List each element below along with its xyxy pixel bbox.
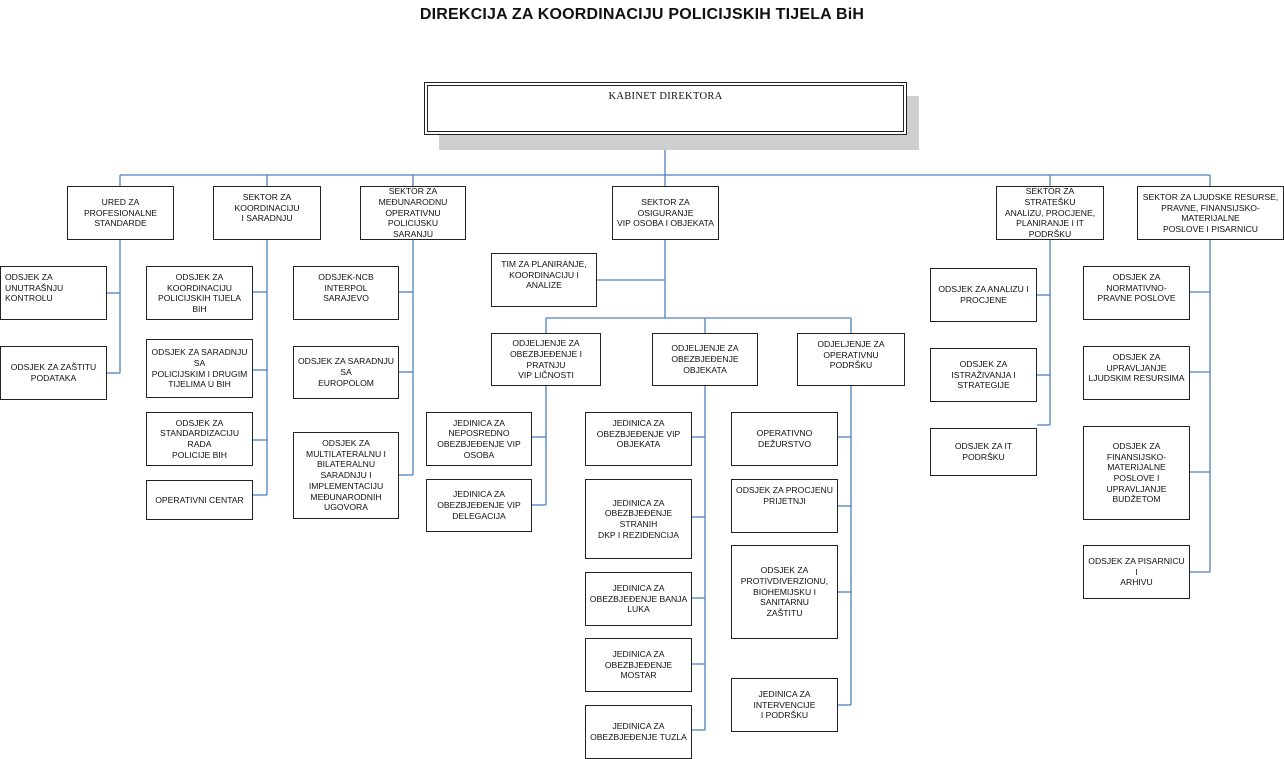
unit-odsjek-normativno-pravni: ODSJEK ZA NORMATIVNO- PRAVNE POSLOVE — [1083, 266, 1190, 320]
unit-operativni-centar: OPERATIVNI CENTAR — [146, 480, 253, 520]
unit-jedinica-dkp-rezidencije: JEDINICA ZA OBEZBJEĐENJE STRANIH DKP I R… — [585, 479, 692, 559]
unit-label: ODSJEK ZA UPRAVLJANJE LJUDSKIM RESURSIMA — [1088, 352, 1185, 384]
unit-label: ODSJEK ZA NORMATIVNO- PRAVNE POSLOVE — [1097, 272, 1176, 304]
unit-tim-planiranje: TIM ZA PLANIRANJE, KOORDINACIJU I ANALIZ… — [491, 253, 597, 307]
unit-odsjek-upravljanje-lr: ODSJEK ZA UPRAVLJANJE LJUDSKIM RESURSIMA — [1083, 346, 1190, 400]
unit-odsjek-finansijsko-materijalni: ODSJEK ZA FINANSIJSKO- MATERIJALNE POSLO… — [1083, 426, 1190, 520]
unit-label: SEKTOR ZA KOORDINACIJU I SARADNJU — [234, 192, 300, 224]
unit-label: ODSJEK ZA ANALIZU I PROCJENE — [938, 284, 1029, 305]
unit-label: JEDINICA ZA NEPOSREDNO OBEZBJEĐENJE VIP … — [437, 417, 521, 460]
unit-jedinica-intervencije: JEDINICA ZA INTERVENCIJE I PODRŠKU — [731, 678, 838, 732]
page-title: DIREKCIJA ZA KOORDINACIJU POLICIJSKIH TI… — [419, 6, 865, 23]
unit-label: ODSJEK ZA PROTIVDIVERZIONU, BIOHEMIJSKU … — [740, 565, 829, 619]
unit-label: SEKTOR ZA OSIGURANJE VIP OSOBA I OBJEKAT… — [617, 196, 714, 229]
unit-odsjek-analiza-procjene: ODSJEK ZA ANALIZU I PROCJENE — [930, 268, 1037, 322]
unit-label: JEDINICA ZA INTERVENCIJE I PODRŠKU — [753, 688, 816, 721]
unit-jedinica-banja-luka: JEDINICA ZA OBEZBJEĐENJE BANJA LUKA — [585, 572, 692, 626]
unit-label: ODJELJENJE ZA OPERATIVNU PODRŠKU — [817, 339, 885, 371]
unit-jedinica-vip-delegacija: JEDINICA ZA OBEZBJEĐENJE VIP DELEGACIJA — [426, 479, 532, 532]
unit-sektor-osiguranje: SEKTOR ZA OSIGURANJE VIP OSOBA I OBJEKAT… — [612, 186, 719, 240]
unit-odsjek-pisarnica-arhiva: ODSJEK ZA PISARNICU I ARHIVU — [1083, 545, 1190, 599]
unit-label: ODSJEK ZA UNUTRAŠNJU KONTROLU — [5, 272, 64, 304]
unit-label: ODSJEK ZA PROCJENU PRIJETNJI — [736, 485, 833, 506]
unit-odsjek-zastita-podataka: ODSJEK ZA ZAŠTITU PODATAKA — [0, 346, 107, 400]
unit-label: JEDINICA ZA OBEZBJEĐENJE TUZLA — [590, 721, 687, 742]
unit-jedinica-tuzla: JEDINICA ZA OBEZBJEĐENJE TUZLA — [585, 705, 692, 759]
unit-odsjek-unutrasnja-kontrola: ODSJEK ZA UNUTRAŠNJU KONTROLU — [0, 266, 107, 320]
unit-label: ODSJEK ZA ISTRAŽIVANJA I STRATEGIJE — [951, 358, 1016, 391]
unit-label: OPERATIVNO DEŽURSTVO — [756, 428, 813, 449]
unit-label: ODJELJENJE ZA OBEZBJEĐENJE OBJEKATA — [671, 343, 739, 375]
unit-ured-profesionalni-standardi: URED ZA PROFESIONALNE STANDARDE — [67, 186, 174, 240]
unit-odsjek-koordinacija-tijela: ODSJEK ZA KOORDINACIJU POLICIJSKIH TIJEL… — [146, 266, 253, 320]
unit-label: JEDINICA ZA OBEZBJEĐENJE STRANIH DKP I R… — [597, 497, 680, 540]
director-label: KABINET DIREKTORA — [427, 85, 904, 132]
unit-label: ODSJEK ZA KOORDINACIJU POLICIJSKIH TIJEL… — [158, 272, 241, 315]
unit-label: ODSJEK ZA SARADNJU SA EUROPOLOM — [298, 356, 394, 388]
unit-odsjek-procjena-prijetnji: ODSJEK ZA PROCJENU PRIJETNJI — [731, 479, 838, 533]
unit-odsjek-saradnja-tijela: ODSJEK ZA SARADNJU SA POLICIJSKIM I DRUG… — [146, 339, 253, 398]
unit-jedinica-vip-objekti: JEDINICA ZA OBEZBJEĐENJE VIP OBJEKATA — [585, 412, 692, 466]
unit-jedinica-neposredno-obezbjedjenje: JEDINICA ZA NEPOSREDNO OBEZBJEĐENJE VIP … — [426, 412, 532, 466]
unit-label: SEKTOR ZA MEĐUNARODNU OPERATIVNU POLICIJ… — [378, 186, 448, 240]
unit-odsjek-protivdiverziona-zastita: ODSJEK ZA PROTIVDIVERZIONU, BIOHEMIJSKU … — [731, 545, 838, 639]
unit-label: JEDINICA ZA OBEZBJEĐENJE VIP OBJEKATA — [596, 418, 681, 450]
unit-sektor-strateska-analiza: SEKTOR ZA STRATEŠKU ANALIZU, PROCJENE, P… — [996, 186, 1104, 240]
unit-odsjek-europol: ODSJEK ZA SARADNJU SA EUROPOLOM — [293, 346, 399, 399]
unit-odsjek-ncb-interpol: ODSJEK-NCB INTERPOL SARAJEVO — [293, 266, 399, 320]
unit-odjeljenje-operativna-podrska: ODJELJENJE ZA OPERATIVNU PODRŠKU — [797, 333, 905, 386]
unit-label: JEDINICA ZA OBEZBJEĐENJE MOSTAR — [604, 648, 673, 681]
unit-sektor-ljudski-resursi: SEKTOR ZA LJUDSKE RESURSE, PRAVNE, FINAN… — [1137, 186, 1284, 240]
unit-label: ODSJEK-NCB INTERPOL SARAJEVO — [318, 272, 374, 304]
unit-label: ODSJEK ZA ZAŠTITU PODATAKA — [10, 362, 97, 383]
unit-label: ODSJEK ZA PISARNICU I ARHIVU — [1088, 555, 1185, 588]
unit-odjeljenje-objekti: ODJELJENJE ZA OBEZBJEĐENJE OBJEKATA — [652, 333, 758, 386]
unit-label: SEKTOR ZA LJUDSKE RESURSE, PRAVNE, FINAN… — [1142, 192, 1279, 235]
unit-odjeljenje-vip-pratnja: ODJELJENJE ZA OBEZBJEĐENJE I PRATNJU VIP… — [491, 333, 601, 386]
unit-label: JEDINICA ZA OBEZBJEĐENJE VIP DELEGACIJA — [437, 489, 521, 521]
director-box: KABINET DIREKTORA — [424, 82, 907, 135]
unit-label: OPERATIVNI CENTAR — [155, 494, 244, 505]
unit-odsjek-multilateralna-saradnja: ODSJEK ZA MULTILATERALNU I BILATERALNU S… — [293, 432, 399, 519]
unit-sektor-medjunarodna-saradnja: SEKTOR ZA MEĐUNARODNU OPERATIVNU POLICIJ… — [360, 186, 466, 240]
unit-sektor-koordinacija: SEKTOR ZA KOORDINACIJU I SARADNJU — [213, 186, 321, 240]
unit-label: TIM ZA PLANIRANJE, KOORDINACIJU I ANALIZ… — [501, 259, 587, 291]
unit-jedinica-mostar: JEDINICA ZA OBEZBJEĐENJE MOSTAR — [585, 638, 692, 692]
unit-odsjek-it-podrska: ODSJEK ZA IT PODRŠKU — [930, 428, 1037, 476]
unit-label: JEDINICA ZA OBEZBJEĐENJE BANJA LUKA — [589, 582, 688, 615]
unit-label: ODSJEK ZA SARADNJU SA POLICIJSKIM I DRUG… — [151, 347, 248, 390]
unit-odsjek-istrazivanja-strategije: ODSJEK ZA ISTRAŽIVANJA I STRATEGIJE — [930, 348, 1037, 402]
unit-label: ODSJEK ZA STANDARDIZACIJU RADA POLICIJE … — [159, 417, 240, 460]
unit-odsjek-standardizacija: ODSJEK ZA STANDARDIZACIJU RADA POLICIJE … — [146, 412, 253, 466]
unit-label: ODJELJENJE ZA OBEZBJEĐENJE I PRATNJU VIP… — [509, 338, 583, 381]
unit-label: SEKTOR ZA STRATEŠKU ANALIZU, PROCJENE, P… — [1004, 186, 1096, 240]
unit-operativno-dezurstvo: OPERATIVNO DEŽURSTVO — [731, 412, 838, 466]
unit-label: URED ZA PROFESIONALNE STANDARDE — [83, 196, 158, 229]
unit-label: ODSJEK ZA MULTILATERALNU I BILATERALNU S… — [306, 438, 386, 513]
unit-label: ODSJEK ZA FINANSIJSKO- MATERIJALNE POSLO… — [1106, 440, 1167, 505]
unit-label: ODSJEK ZA IT PODRŠKU — [954, 441, 1013, 462]
